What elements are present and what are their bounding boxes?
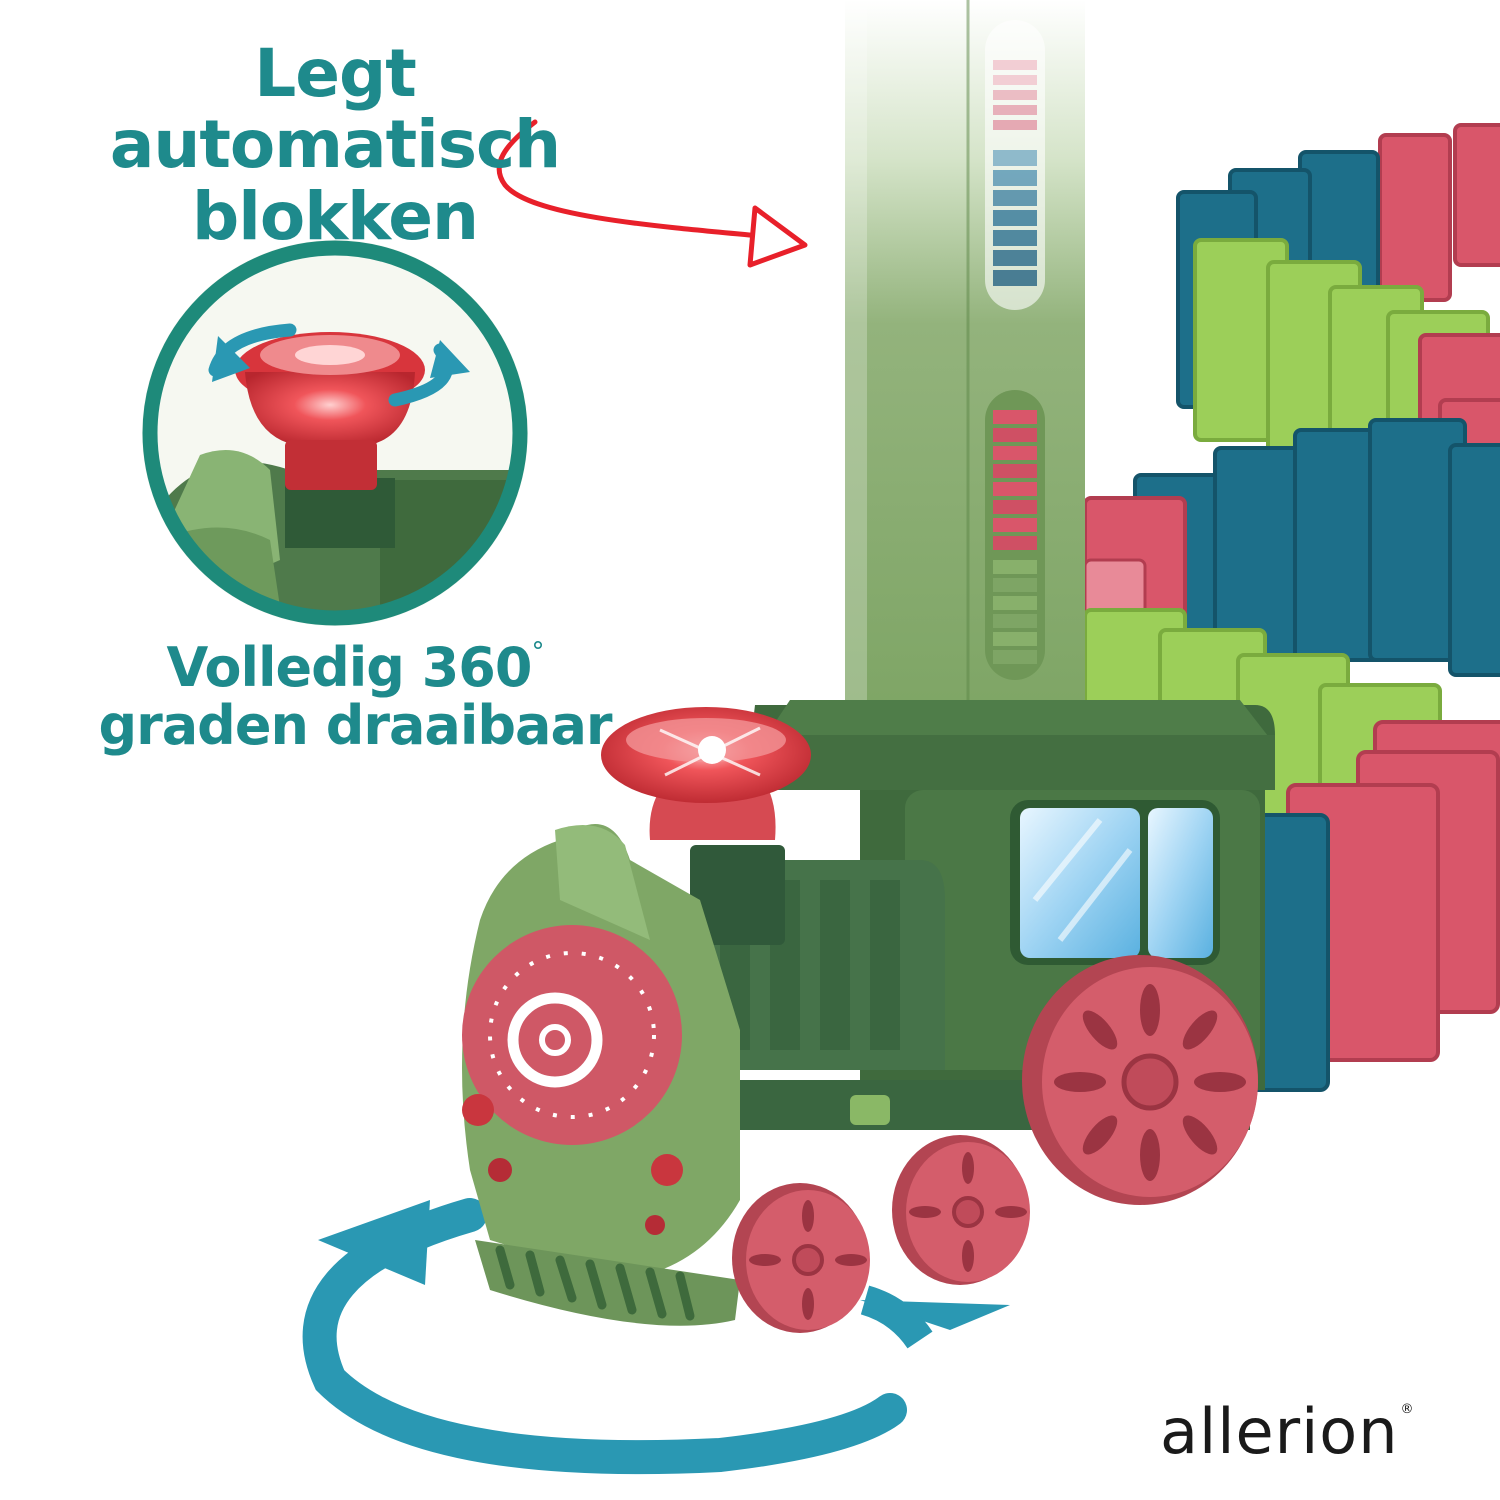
lamp-zoom-inset	[142, 240, 528, 626]
middle-wheel	[892, 1135, 1030, 1285]
caption-text: Volledig 360	[166, 636, 533, 699]
train-wheels	[732, 955, 1258, 1333]
rear-wheel	[1022, 955, 1258, 1205]
brand-logo-text: allerion	[1160, 1395, 1399, 1468]
registered-mark: ®	[1400, 1402, 1415, 1417]
degree-symbol: °	[531, 637, 544, 667]
caption-line: blokken	[192, 177, 479, 255]
front-wheel	[732, 1183, 870, 1333]
rotation-arrow	[302, 1198, 1010, 1475]
domino-tower	[845, 0, 1085, 720]
caption-line: Legt automatisch	[109, 35, 561, 184]
domino-row-pink-front	[1246, 720, 1500, 1092]
brand-logo: allerion®	[1160, 1395, 1480, 1468]
caption-line: Volledig 360°	[95, 638, 615, 697]
feature-caption-rotation: Volledig 360° graden draaibaar	[95, 638, 615, 756]
domino-blocks	[1083, 123, 1500, 1092]
caption-line: graden draaibaar	[98, 694, 612, 758]
feature-caption-auto-placing: Legt automatisch blokken	[30, 38, 640, 252]
pointer-arrow	[496, 119, 808, 268]
